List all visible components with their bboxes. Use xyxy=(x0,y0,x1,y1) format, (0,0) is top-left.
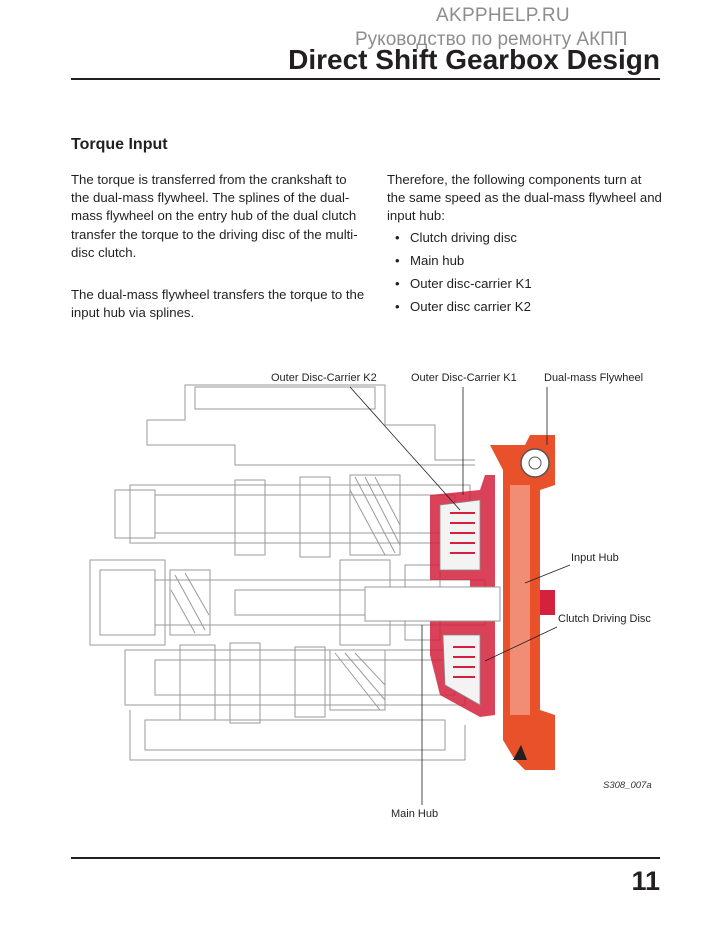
component-list: Clutch driving disc Main hub Outer disc-… xyxy=(395,229,532,321)
list-item: Outer disc-carrier K1 xyxy=(395,275,532,298)
label-input-hub: Input Hub xyxy=(571,552,619,564)
list-item: Outer disc carrier K2 xyxy=(395,298,532,321)
gearbox-cutaway-drawing xyxy=(89,384,571,805)
list-item: Main hub xyxy=(395,252,532,275)
footer-rule xyxy=(71,857,660,859)
section-heading: Torque Input xyxy=(71,136,168,153)
label-outer-disc-carrier-k1: Outer Disc-Carrier K1 xyxy=(411,372,517,384)
list-item: Clutch driving disc xyxy=(395,229,532,252)
header-rule xyxy=(71,78,660,80)
paragraph-input-hub: The dual-mass flywheel transfers the tor… xyxy=(71,287,365,321)
dual-clutch xyxy=(430,475,495,717)
page-number: 11 xyxy=(631,866,660,896)
watermark-site: AKPPHELP.RU xyxy=(436,5,570,26)
gearbox-outline xyxy=(89,384,486,761)
page-title: Direct Shift Gearbox Design xyxy=(288,44,660,75)
paragraph-components: Therefore, the following components turn… xyxy=(387,172,662,224)
gearbox-diagram: Outer Disc-Carrier K2 Outer Disc-Carrier… xyxy=(85,365,660,835)
leader-lines xyxy=(349,386,571,805)
label-clutch-driving-disc: Clutch Driving Disc xyxy=(558,613,651,625)
dual-mass-flywheel xyxy=(490,435,555,770)
label-main-hub: Main Hub xyxy=(391,808,439,820)
watermark-subtitle: Руководство по ремонту АКПП xyxy=(355,29,628,50)
label-dual-mass-flywheel: Dual-mass Flywheel xyxy=(544,372,644,384)
paragraph-torque-path: The torque is transferred from the crank… xyxy=(71,172,358,260)
figure-id: S308_007a xyxy=(603,780,652,791)
label-outer-disc-carrier-k2: Outer Disc-Carrier K2 xyxy=(271,372,377,384)
